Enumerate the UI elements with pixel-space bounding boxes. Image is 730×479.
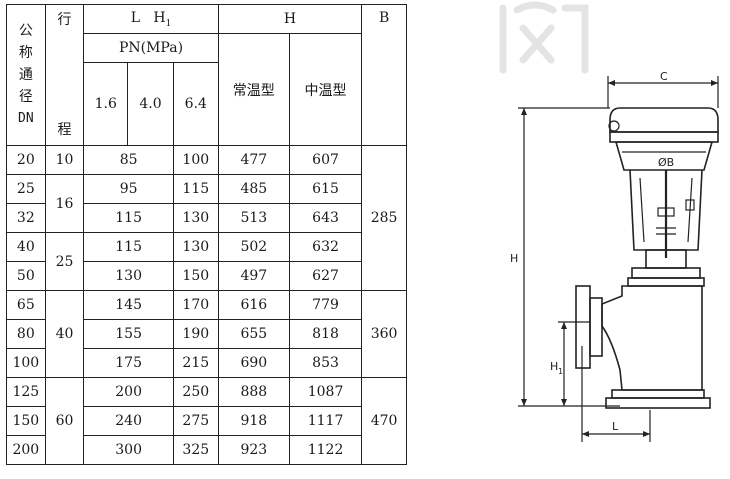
cell-H-mid: 1087 [288, 377, 363, 407]
cell-L: 115 [83, 203, 174, 233]
table-row: 50 130 150 497 627 [6, 261, 407, 291]
cell-B: 285 [361, 145, 407, 291]
table-row: 80 155 190 655 818 [6, 319, 407, 349]
cell-L: 175 [83, 348, 174, 378]
table-row: 150 240 275 918 1117 [6, 406, 407, 436]
cell-H1: 130 [172, 203, 219, 233]
cell-H1: 275 [172, 406, 219, 436]
cell-L: 200 [83, 377, 174, 407]
label-diameter-B: ØB [658, 156, 674, 169]
cell-stroke: 25 [44, 232, 85, 291]
cell-H-mid: 1117 [288, 406, 363, 436]
cell-H-mid: 853 [288, 348, 363, 378]
cell-L: 115 [83, 232, 174, 262]
cell-H-normal: 485 [217, 174, 290, 204]
label-H1-sub: 1 [558, 367, 563, 376]
valve-drawing: C ØB H H 1 L [510, 70, 719, 442]
cell-L: 155 [83, 319, 174, 349]
cell-H1: 170 [172, 290, 219, 320]
cell-H-normal: 477 [217, 145, 290, 175]
dimension-table: 公 称 通 径 DN 行 程 L H1 H B PN(MPa) 常温型 中温型 … [6, 4, 407, 465]
header-pn-4-0: 4.0 [127, 62, 174, 146]
cell-B: 360 [361, 290, 407, 378]
cell-stroke: 10 [44, 145, 85, 175]
cell-H-mid: 779 [288, 290, 363, 320]
table-row: 125 60 200 250 888 1087 470 [6, 377, 407, 465]
cell-H-mid: 643 [288, 203, 363, 233]
watermark-logo [499, 1, 589, 74]
cell-H-mid: 1122 [288, 435, 363, 465]
cell-H-normal: 918 [217, 406, 290, 436]
header-nominal-diameter: 公 称 通 径 DN [6, 4, 46, 146]
header-h-normal: 常温型 [217, 33, 290, 146]
cell-stroke: 40 [44, 290, 85, 378]
cell-H-mid: 627 [288, 261, 363, 291]
cell-H-mid: 632 [288, 232, 363, 262]
cell-L: 85 [83, 145, 174, 175]
cell-H-mid: 615 [288, 174, 363, 204]
cell-L: 145 [83, 290, 174, 320]
cell-L: 240 [83, 406, 174, 436]
cell-H-mid: 818 [288, 319, 363, 349]
header-stroke: 行 程 [44, 4, 85, 146]
header-H: H [217, 4, 363, 34]
cell-H1: 115 [172, 174, 219, 204]
cell-dn: 100 [6, 348, 46, 378]
cell-dn: 200 [6, 435, 46, 465]
cell-H-normal: 497 [217, 261, 290, 291]
cell-L: 95 [83, 174, 174, 204]
cell-B: 470 [361, 377, 407, 465]
table-row: 32 115 130 513 643 [6, 203, 407, 233]
table-row: 65 40 145 170 616 779 360 [6, 290, 407, 378]
cell-H1: 100 [172, 145, 219, 175]
cell-stroke: 60 [44, 377, 85, 465]
cell-H1: 215 [172, 348, 219, 378]
cell-stroke: 16 [44, 174, 85, 233]
cell-H-mid: 607 [288, 145, 363, 175]
cell-dn: 40 [6, 232, 46, 262]
cell-dn: 150 [6, 406, 46, 436]
cell-H1: 190 [172, 319, 219, 349]
cell-H-normal: 502 [217, 232, 290, 262]
cell-H-normal: 923 [217, 435, 290, 465]
table-row: 20 10 85 100 477 607 285 [6, 145, 407, 291]
cell-H1: 325 [172, 435, 219, 465]
header-pn-6-4: 6.4 [172, 62, 219, 146]
header-pn: PN(MPa) [83, 33, 219, 63]
table-row: 40 25 115 130 502 632 [6, 232, 407, 291]
cell-H-normal: 616 [217, 290, 290, 320]
cell-dn: 125 [6, 377, 46, 407]
cell-L: 300 [83, 435, 174, 465]
cell-L: 130 [83, 261, 174, 291]
table-row: 200 300 325 923 1122 [6, 435, 407, 465]
label-H1: H [550, 360, 558, 373]
cell-dn: 50 [6, 261, 46, 291]
cell-dn: 32 [6, 203, 46, 233]
cell-dn: 65 [6, 290, 46, 320]
cell-dn: 20 [6, 145, 46, 175]
label-C: C [660, 70, 668, 83]
header-B: B [361, 4, 407, 146]
cell-H1: 250 [172, 377, 219, 407]
label-L: L [612, 420, 619, 433]
header-L-H1: L H1 [83, 4, 219, 34]
label-H: H [510, 252, 518, 265]
cell-dn: 80 [6, 319, 46, 349]
table-row: 25 16 95 115 485 615 [6, 174, 407, 233]
cell-H-normal: 655 [217, 319, 290, 349]
table-row: 100 175 215 690 853 [6, 348, 407, 378]
cell-H1: 150 [172, 261, 219, 291]
cell-dn: 25 [6, 174, 46, 204]
cell-H-normal: 513 [217, 203, 290, 233]
cell-H1: 130 [172, 232, 219, 262]
header-pn-1-6: 1.6 [83, 62, 129, 146]
cell-H-normal: 690 [217, 348, 290, 378]
cell-H-normal: 888 [217, 377, 290, 407]
header-h-mid: 中温型 [288, 33, 363, 146]
